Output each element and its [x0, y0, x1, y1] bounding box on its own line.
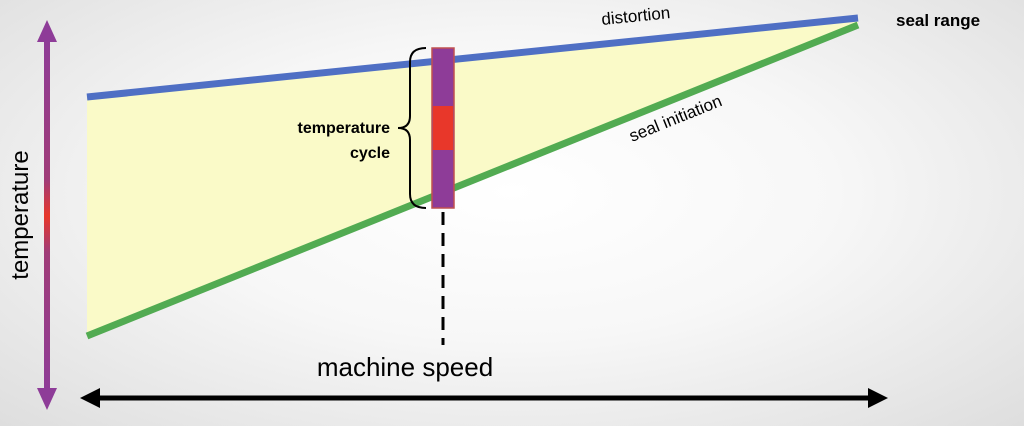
x-axis-arrow-icon: [80, 388, 888, 408]
distortion-label: distortion: [600, 3, 671, 29]
y-axis-label: temperature: [7, 150, 34, 279]
temperature-cycle-label-line1: temperature: [298, 120, 391, 137]
seal-range-label: seal range: [896, 11, 980, 30]
x-axis-label: machine speed: [317, 352, 493, 382]
seal-initiation-line: [85, 21, 860, 340]
y-axis-arrow-icon: [37, 20, 57, 410]
distortion-line: [86, 14, 859, 101]
curly-brace-icon: [397, 47, 427, 209]
temperature-cycle-bar: [431, 47, 455, 209]
temperature-cycle-label-line2: cycle: [350, 145, 390, 162]
